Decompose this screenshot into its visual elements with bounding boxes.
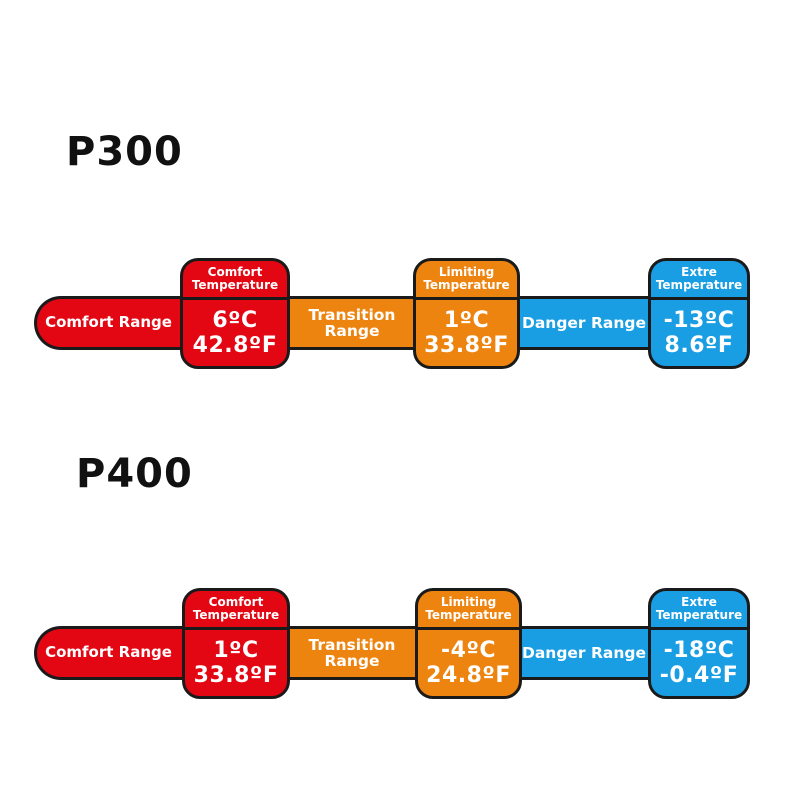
comfort-range-label: Comfort Range [45,643,172,662]
transition-range-label-line1: Transition [308,305,396,324]
comfort-temperature-label-line2: Temperature [191,278,279,292]
limiting-temperature-box: Limiting Temperature -4ºC 24.8ºF [415,588,522,699]
transition-range-label-line2: Range [324,322,380,340]
extreme-temperature-celsius: -18ºC [663,637,735,663]
limiting-temperature-label-line2: Temperature [423,278,510,292]
limiting-temperature-label-line1: Limiting [440,594,497,609]
extreme-temperature-label-line1: Extre [681,594,717,609]
comfort-range-label: Comfort Range [45,313,172,332]
danger-range-label: Danger Range [521,313,647,332]
comfort-range-band: Comfort Range [34,296,186,350]
transition-range-band: Transition Range [286,296,418,350]
model-title-p300: P300 [66,129,183,175]
extreme-temperature-label-line2: Temperature [655,278,743,292]
comfort-temperature-box: Comfort Temperature 6ºC 42.8ºF [180,258,290,369]
limiting-temperature-fahrenheit: 24.8ºF [426,663,511,688]
extreme-temperature-fahrenheit: -0.4ºF [659,663,739,688]
extreme-temperature-label-line2: Temperature [655,608,743,622]
comfort-temperature-label-line1: Comfort [207,264,263,279]
comfort-range-band: Comfort Range [34,626,186,680]
extreme-temperature-celsius: -13ºC [663,307,735,333]
transition-range-label-line2: Range [324,652,380,670]
transition-range-band: Transition Range [286,626,418,680]
comfort-temperature-label-line1: Comfort [208,594,264,609]
extreme-temperature-box: Extre Temperature -18ºC -0.4ºF [648,588,750,699]
limiting-temperature-celsius: 1ºC [443,307,490,333]
temperature-scale-p300: Comfort Range Transition Range Danger Ra… [0,258,800,373]
danger-range-label: Danger Range [521,643,647,662]
extreme-temperature-box: Extre Temperature -13ºC 8.6ºF [648,258,750,369]
comfort-temperature-celsius: 6ºC [212,307,258,333]
transition-range-label-line1: Transition [308,635,396,654]
comfort-temperature-box: Comfort Temperature 1ºC 33.8ºF [182,588,290,699]
limiting-temperature-box: Limiting Temperature 1ºC 33.8ºF [413,258,520,369]
comfort-temperature-label-line2: Temperature [192,608,280,622]
limiting-temperature-celsius: -4ºC [441,637,496,663]
extreme-temperature-fahrenheit: 8.6ºF [664,333,734,358]
extreme-temperature-label-line1: Extre [681,264,717,279]
temperature-scale-p400: Comfort Range Transition Range Danger Ra… [0,588,800,703]
comfort-temperature-fahrenheit: 42.8ºF [192,333,278,358]
limiting-temperature-label-line2: Temperature [425,608,512,622]
model-title-p400: P400 [76,451,193,497]
comfort-temperature-fahrenheit: 33.8ºF [193,663,279,688]
limiting-temperature-fahrenheit: 33.8ºF [424,333,509,358]
danger-range-band: Danger Range [516,296,652,350]
comfort-temperature-celsius: 1ºC [213,637,259,663]
limiting-temperature-label-line1: Limiting [438,264,495,279]
danger-range-band: Danger Range [516,626,652,680]
